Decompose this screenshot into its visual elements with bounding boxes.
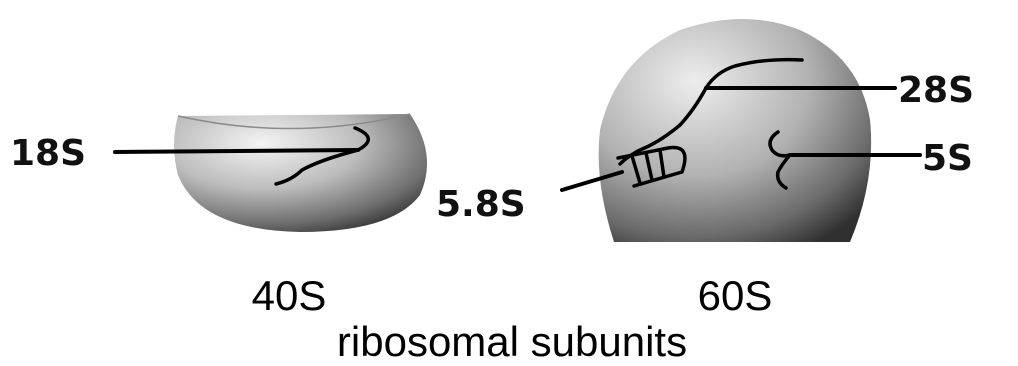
rrna-28s-strand <box>618 57 804 166</box>
rrna-5s-callout: 5S <box>788 138 973 179</box>
rrna-5-8s-label: 5.8S <box>436 184 526 225</box>
rrna-5s-label: 5S <box>922 138 973 179</box>
subunit-60s <box>598 19 872 242</box>
rrna-18s-strand <box>274 126 370 186</box>
subunit-40s-rim <box>177 113 411 130</box>
rrna-18s-label: 18S <box>10 133 86 174</box>
rrna-5-8s-rung <box>644 151 654 182</box>
subunit-40s-name: 40S <box>252 272 327 319</box>
rrna-5-8s-leader-line <box>560 170 624 192</box>
subunit-60s-name: 60S <box>698 272 773 319</box>
rrna-28s-callout: 28S <box>704 70 974 111</box>
rrna-5-8s-rung <box>630 154 642 185</box>
rrna-18s-leader-line <box>113 148 360 154</box>
rrna-5-8s-strand <box>616 145 687 188</box>
rrna-18s-callout: 18S <box>10 133 360 174</box>
diagram-caption: ribosomal subunits <box>337 318 687 365</box>
subunit-60s-body <box>598 19 872 242</box>
subunit-40s <box>174 113 428 232</box>
rrna-5-8s-callout: 5.8S <box>436 170 624 225</box>
rrna-5-8s-rung <box>658 148 666 179</box>
rrna-28s-label: 28S <box>898 70 974 111</box>
